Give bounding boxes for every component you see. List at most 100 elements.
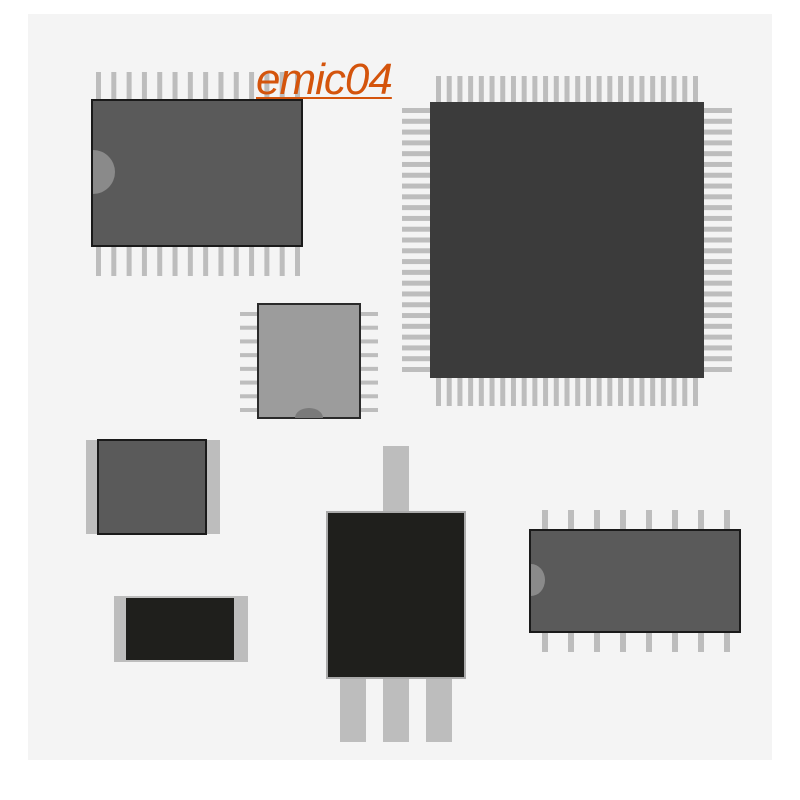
pin xyxy=(618,76,624,106)
pin xyxy=(620,510,626,532)
pin xyxy=(402,151,432,157)
pin1-notch xyxy=(295,408,323,418)
pin xyxy=(279,72,285,102)
pin xyxy=(187,72,193,102)
pin xyxy=(702,248,732,254)
capacitor-body xyxy=(97,439,207,535)
pin xyxy=(660,76,666,106)
pin xyxy=(510,76,516,106)
pin xyxy=(96,72,101,102)
pin xyxy=(358,353,378,358)
chip-body xyxy=(529,529,741,633)
pin xyxy=(240,408,260,412)
pin xyxy=(468,76,474,106)
pin xyxy=(446,76,452,106)
pin xyxy=(702,280,732,286)
pin xyxy=(358,366,378,371)
pin xyxy=(240,380,260,385)
pin xyxy=(702,129,732,135)
pin xyxy=(594,510,600,532)
pin xyxy=(358,325,378,330)
pin xyxy=(702,215,732,221)
pin xyxy=(203,72,209,102)
pin xyxy=(532,76,538,106)
pin xyxy=(240,339,260,344)
pin xyxy=(141,72,147,102)
pin xyxy=(402,226,432,232)
pin xyxy=(702,313,732,319)
pin xyxy=(402,237,432,243)
pin xyxy=(660,376,666,406)
pin xyxy=(489,76,495,106)
pin xyxy=(402,313,432,319)
pin xyxy=(702,269,732,275)
pin xyxy=(402,248,432,254)
pin xyxy=(402,205,432,211)
pin xyxy=(240,394,260,399)
pin xyxy=(141,244,147,276)
pin xyxy=(521,376,527,406)
pin xyxy=(478,76,484,106)
pin xyxy=(646,630,652,652)
pin xyxy=(295,244,300,276)
pin xyxy=(702,345,732,351)
pin xyxy=(358,408,378,412)
pin xyxy=(111,244,117,276)
pin xyxy=(553,376,559,406)
pin xyxy=(702,226,732,232)
pin xyxy=(702,334,732,340)
pin1-notch xyxy=(531,564,545,596)
pin xyxy=(650,76,656,106)
pin xyxy=(646,510,652,532)
smd-resistor xyxy=(114,596,248,662)
pin xyxy=(402,215,432,221)
pin xyxy=(340,668,366,742)
pin xyxy=(594,630,600,652)
pin xyxy=(702,367,732,372)
pin xyxy=(249,72,255,102)
pin xyxy=(672,630,678,652)
pin xyxy=(402,280,432,286)
pin xyxy=(693,376,698,406)
pin xyxy=(698,510,704,532)
pin xyxy=(402,183,432,189)
pin xyxy=(702,172,732,178)
pin xyxy=(585,76,591,106)
pin xyxy=(468,376,474,406)
pin xyxy=(650,376,656,406)
pin xyxy=(402,323,432,329)
pin xyxy=(240,312,260,316)
soic-28-chip xyxy=(91,72,303,276)
pin xyxy=(249,244,255,276)
pin xyxy=(457,76,463,106)
pin xyxy=(532,376,538,406)
pin xyxy=(702,161,732,167)
pin xyxy=(671,76,677,106)
pin xyxy=(402,345,432,351)
chip-body xyxy=(430,102,704,378)
pin xyxy=(639,76,645,106)
pin xyxy=(702,183,732,189)
pin xyxy=(682,76,688,106)
pin xyxy=(607,376,613,406)
pin xyxy=(126,72,132,102)
pin xyxy=(358,394,378,399)
pin xyxy=(187,244,193,276)
pin xyxy=(96,244,101,276)
pin xyxy=(702,356,732,362)
pin xyxy=(618,376,624,406)
pin xyxy=(564,376,570,406)
pin xyxy=(358,312,378,316)
pin xyxy=(682,376,688,406)
pin xyxy=(264,72,270,102)
pin xyxy=(240,366,260,371)
qfn-small-chip xyxy=(240,303,378,419)
pin xyxy=(724,510,730,532)
pin xyxy=(172,244,178,276)
pin xyxy=(575,376,581,406)
pin xyxy=(568,630,574,652)
pin xyxy=(402,108,432,113)
pin xyxy=(157,244,163,276)
pin xyxy=(542,630,548,652)
resistor-body xyxy=(126,598,234,660)
